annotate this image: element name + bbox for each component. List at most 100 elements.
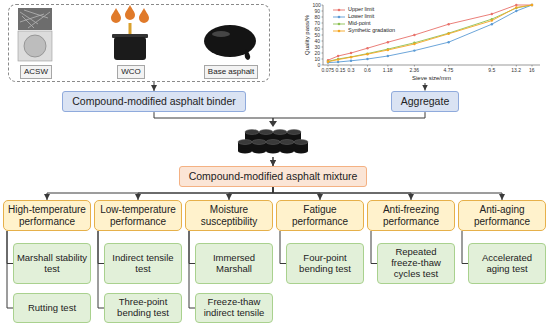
- data-point: [531, 4, 533, 6]
- specimen-photo: [18, 31, 52, 61]
- data-point: [350, 60, 352, 62]
- data-point: [491, 23, 493, 25]
- tick-label: 1.18: [383, 68, 393, 73]
- legend-marker: [338, 30, 341, 33]
- data-point: [337, 58, 339, 60]
- tick-mark: [338, 65, 339, 67]
- material-group: ACSWWCOBase asphalt: [8, 4, 270, 82]
- tick-mark: [328, 65, 329, 67]
- data-point: [387, 49, 389, 51]
- specimen: [238, 140, 252, 154]
- oil-stream: [129, 23, 132, 35]
- specimen-disc: [24, 35, 46, 57]
- legend-marker: [338, 23, 341, 26]
- tick-mark: [322, 35, 324, 36]
- connector: [138, 187, 273, 200]
- input-box: Aggregate: [391, 91, 459, 112]
- node-label: High-temperature performance: [6, 204, 88, 227]
- tick-mark: [322, 47, 324, 48]
- node-label: Anti-aging performance: [461, 204, 543, 227]
- tick-label: 90: [315, 9, 321, 14]
- chart-arrow: [425, 83, 426, 91]
- tick-label: 60: [315, 27, 321, 32]
- tick-mark: [322, 23, 324, 24]
- axis-title: Quality pass/%: [304, 15, 310, 55]
- tick-label: 0.6: [364, 68, 371, 73]
- performance-box: Anti-aging performance: [458, 200, 546, 231]
- tick-label: 0.3: [348, 68, 355, 73]
- data-point: [350, 56, 352, 58]
- node-label: Accelerated aging test: [471, 253, 543, 275]
- test-box: Four-point bending test: [286, 243, 364, 284]
- tick-label: 0.075: [322, 68, 335, 73]
- tick-mark: [322, 59, 324, 60]
- legend-label: Mid-point: [348, 21, 371, 27]
- data-point: [447, 33, 449, 35]
- data-point: [366, 53, 368, 55]
- legend-marker: [338, 16, 341, 19]
- data-point: [366, 58, 368, 60]
- picture-ground: [235, 121, 311, 157]
- data-point: [531, 4, 533, 6]
- performance-box: Anti-freezing performance: [367, 200, 455, 231]
- tick-mark: [532, 65, 533, 67]
- tick-mark: [491, 65, 492, 67]
- node-label: Indirect tensile test: [107, 253, 179, 275]
- performance-box: Fatigue performance: [276, 200, 364, 231]
- data-point: [447, 23, 449, 25]
- oil-drop: [125, 5, 135, 20]
- node-label: ACSW: [20, 65, 52, 79]
- connector: [47, 187, 273, 200]
- tick-label: 30: [315, 45, 321, 50]
- node-label: Four-point bending test: [289, 253, 361, 275]
- tick-mark: [322, 65, 324, 66]
- tick-mark: [414, 65, 415, 67]
- tick-label: 50: [315, 33, 321, 38]
- arrow-head: [269, 121, 277, 127]
- beaker: [114, 37, 146, 60]
- test-box: Freeze-thaw indirect tensile: [195, 293, 273, 323]
- data-point: [337, 61, 339, 63]
- test-box: Accelerated aging test: [468, 243, 546, 284]
- test-box: Immersed Marshall: [195, 243, 273, 284]
- data-point: [491, 13, 493, 15]
- tick-mark: [322, 5, 324, 6]
- legend-label: Lower limit: [348, 14, 374, 20]
- node-label: Moisture susceptibility: [188, 204, 270, 227]
- node-label: WCO: [117, 65, 145, 79]
- data-point: [515, 4, 517, 6]
- connector: [273, 112, 425, 166]
- tick-mark: [448, 65, 449, 67]
- tick-mark: [367, 65, 368, 67]
- mixture-box: Compound-modified asphalt mixture: [179, 166, 368, 187]
- tick-label: 16: [529, 68, 535, 73]
- data-point: [413, 49, 415, 51]
- tick-mark: [387, 65, 388, 67]
- node-label: Three-point bending test: [107, 297, 179, 319]
- tick-label: 2.36: [409, 68, 419, 73]
- data-point: [327, 61, 329, 63]
- tick-label: 0: [318, 63, 321, 68]
- tick-mark: [516, 65, 517, 67]
- axis-title: Sieve size/mm: [412, 75, 451, 81]
- tick-label: 9.5: [488, 68, 495, 73]
- oil-drop: [139, 8, 149, 23]
- data-point: [447, 41, 449, 43]
- node-label: Low-temperature performance: [97, 204, 179, 227]
- legend-line: [333, 10, 345, 11]
- legend-line: [333, 31, 345, 32]
- test-box: Repeated freeze-thaw cycles test: [377, 243, 455, 284]
- asphalt-gloss: [212, 31, 230, 37]
- data-point: [413, 43, 415, 45]
- tick-label: 20: [315, 51, 321, 56]
- node-label: Repeated freeze-thaw cycles test: [380, 247, 452, 280]
- node-label: Freeze-thaw indirect tensile: [198, 297, 270, 319]
- data-point: [366, 47, 368, 49]
- connector: [273, 187, 502, 200]
- gradation-curve: [328, 5, 532, 61]
- performance-box: Low-temperature performance: [94, 200, 182, 231]
- specimen: [266, 140, 280, 154]
- data-point: [350, 56, 352, 58]
